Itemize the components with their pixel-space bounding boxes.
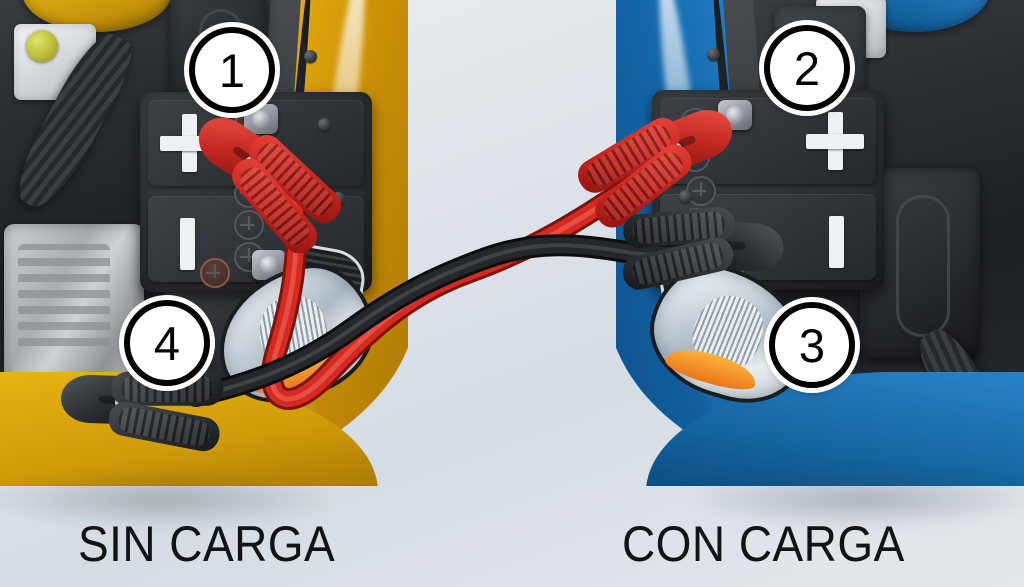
hood-bolt — [318, 118, 331, 131]
battery-negative-symbol-right — [829, 216, 844, 268]
step-badge-4-number: 4 — [153, 316, 181, 370]
hood-bolt — [707, 48, 720, 61]
step-badge-3-number: 3 — [798, 318, 826, 372]
battery-cell — [686, 176, 716, 206]
hood-bolt — [679, 190, 692, 203]
caption-right-con-carga: CON CARGA — [622, 516, 905, 572]
step-badge-4[interactable]: 4 — [124, 300, 210, 386]
battery-negative-symbol-left — [180, 218, 195, 270]
engine-block-left — [4, 224, 144, 384]
caption-left-sin-carga: SIN CARGA — [78, 516, 336, 572]
reservoir-cap-left — [26, 30, 58, 62]
battery-positive-symbol-right — [806, 112, 864, 170]
battery-cell — [200, 258, 230, 288]
step-badge-2[interactable]: 2 — [764, 25, 850, 111]
ground-shadow-right — [684, 469, 1024, 529]
step-badge-2-number: 2 — [793, 41, 821, 95]
hood-bolt — [304, 50, 317, 63]
step-badge-1-number: 1 — [218, 43, 246, 97]
step-badge-1[interactable]: 1 — [189, 27, 275, 113]
step-badge-3[interactable]: 3 — [769, 302, 855, 388]
ground-shadow-left — [0, 469, 340, 529]
